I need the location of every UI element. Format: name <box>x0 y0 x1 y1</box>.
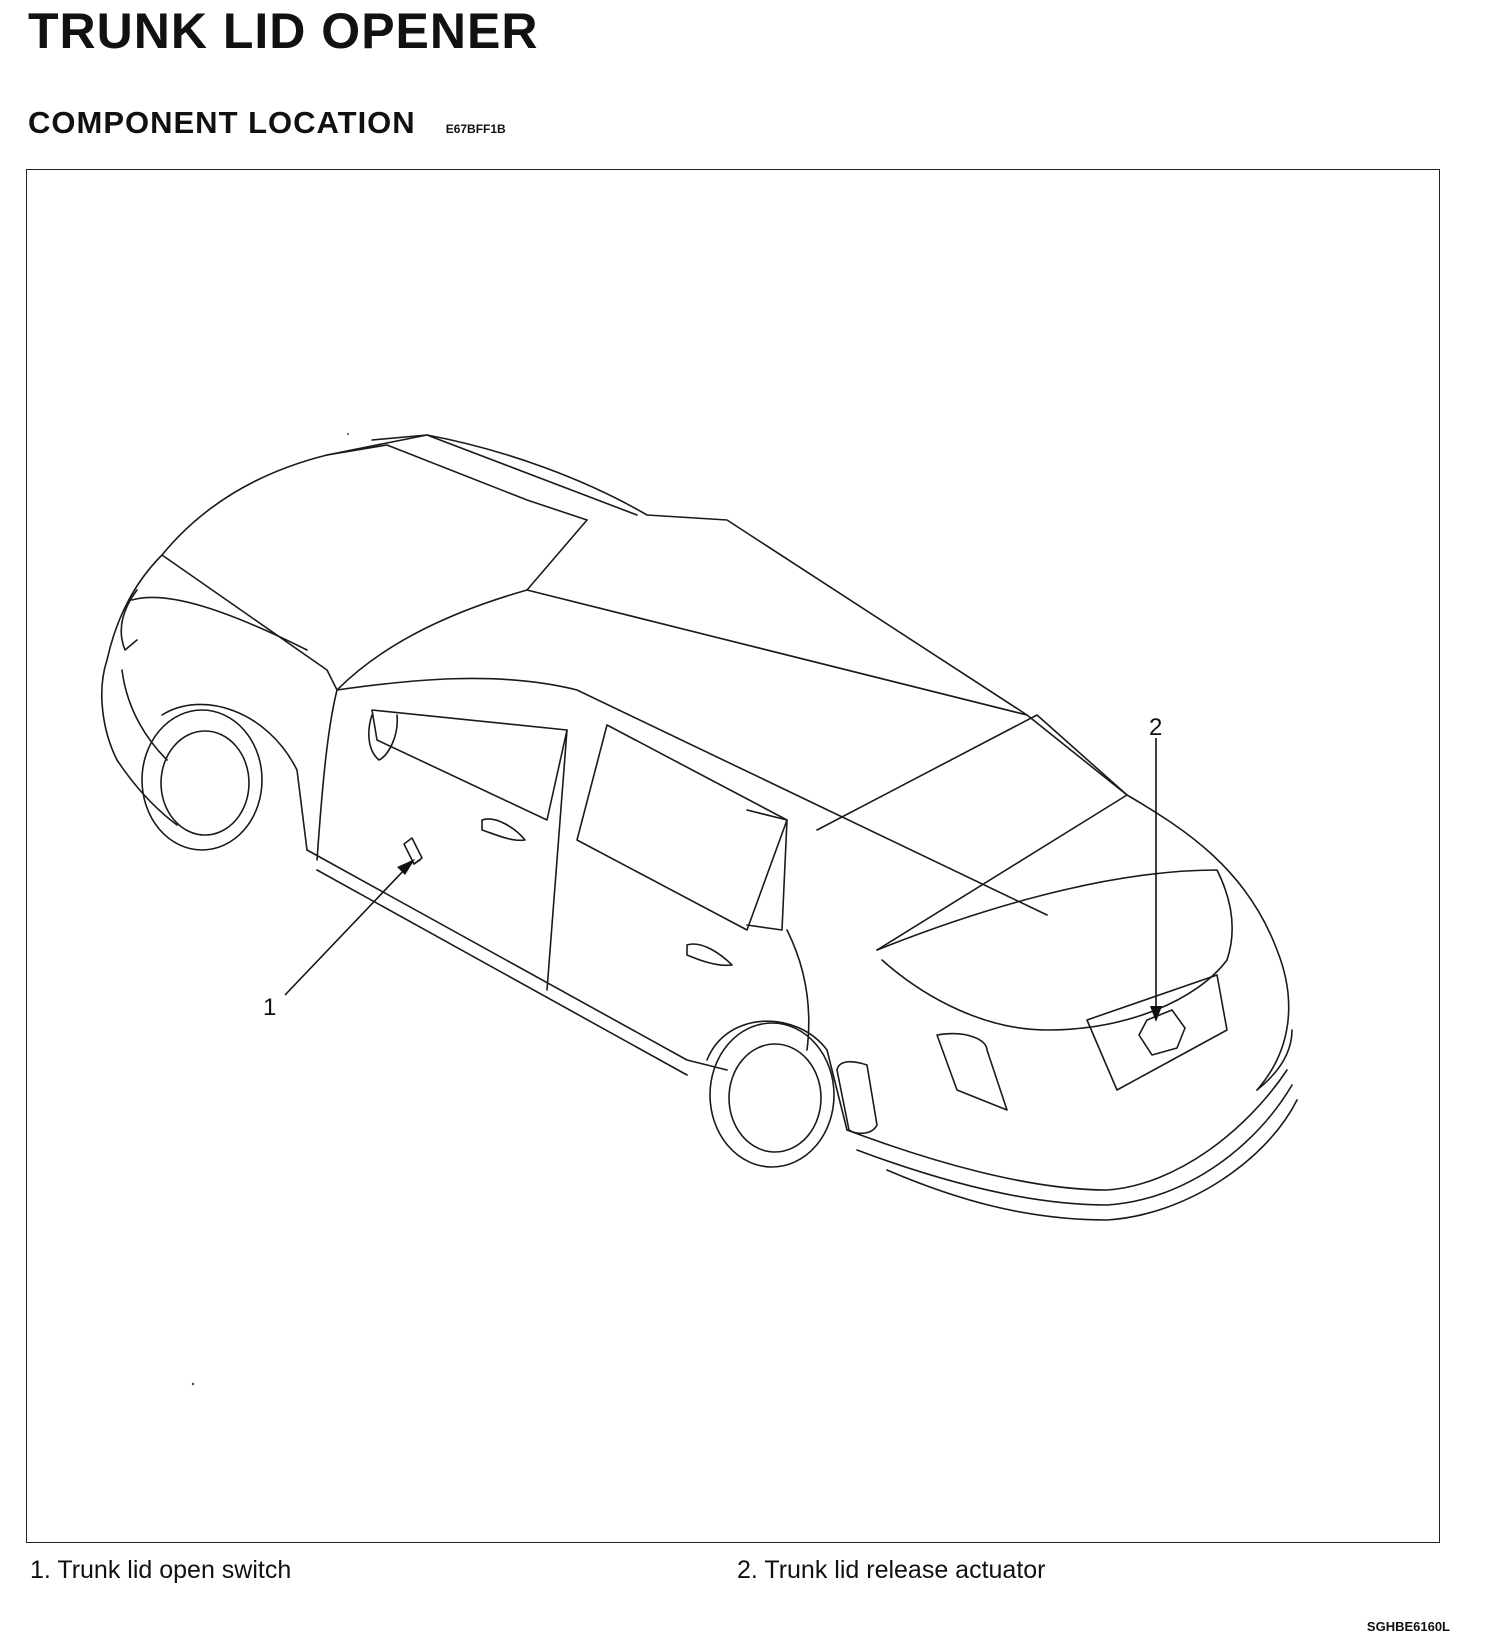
legend-item-1: 1. Trunk lid open switch <box>30 1558 291 1583</box>
legend-number: 1. <box>30 1556 51 1584</box>
trunk-lid-open-switch-symbol <box>403 837 423 865</box>
section-code: E67BFF1B <box>445 122 506 136</box>
car-diagram: 1 2 <box>101 433 1298 1386</box>
legend-item-2: 2. Trunk lid release actuator <box>737 1558 1046 1583</box>
callout-number-1: 1 <box>263 994 276 1021</box>
callout-arrow-2 <box>1150 738 1162 1022</box>
section-title: COMPONENT LOCATION <box>28 105 416 140</box>
callout-number-2: 2 <box>1149 714 1162 741</box>
figure-frame: 1 2 <box>26 169 1440 1543</box>
scan-speck <box>191 1382 195 1386</box>
scan-speck <box>347 433 349 435</box>
car-body-outline <box>101 434 1298 1221</box>
figure-code: SGHBE6160L <box>1366 1619 1450 1634</box>
trunk-lid-release-actuator-symbol <box>1138 1009 1186 1056</box>
section-header: COMPONENT LOCATION E67BFF1B <box>28 107 506 138</box>
page-title: TRUNK LID OPENER <box>28 3 539 59</box>
legend-label: Trunk lid open switch <box>57 1556 292 1584</box>
callout-arrow-1 <box>284 859 415 996</box>
legend-number: 2. <box>737 1556 758 1584</box>
legend-label: Trunk lid release actuator <box>764 1556 1046 1584</box>
